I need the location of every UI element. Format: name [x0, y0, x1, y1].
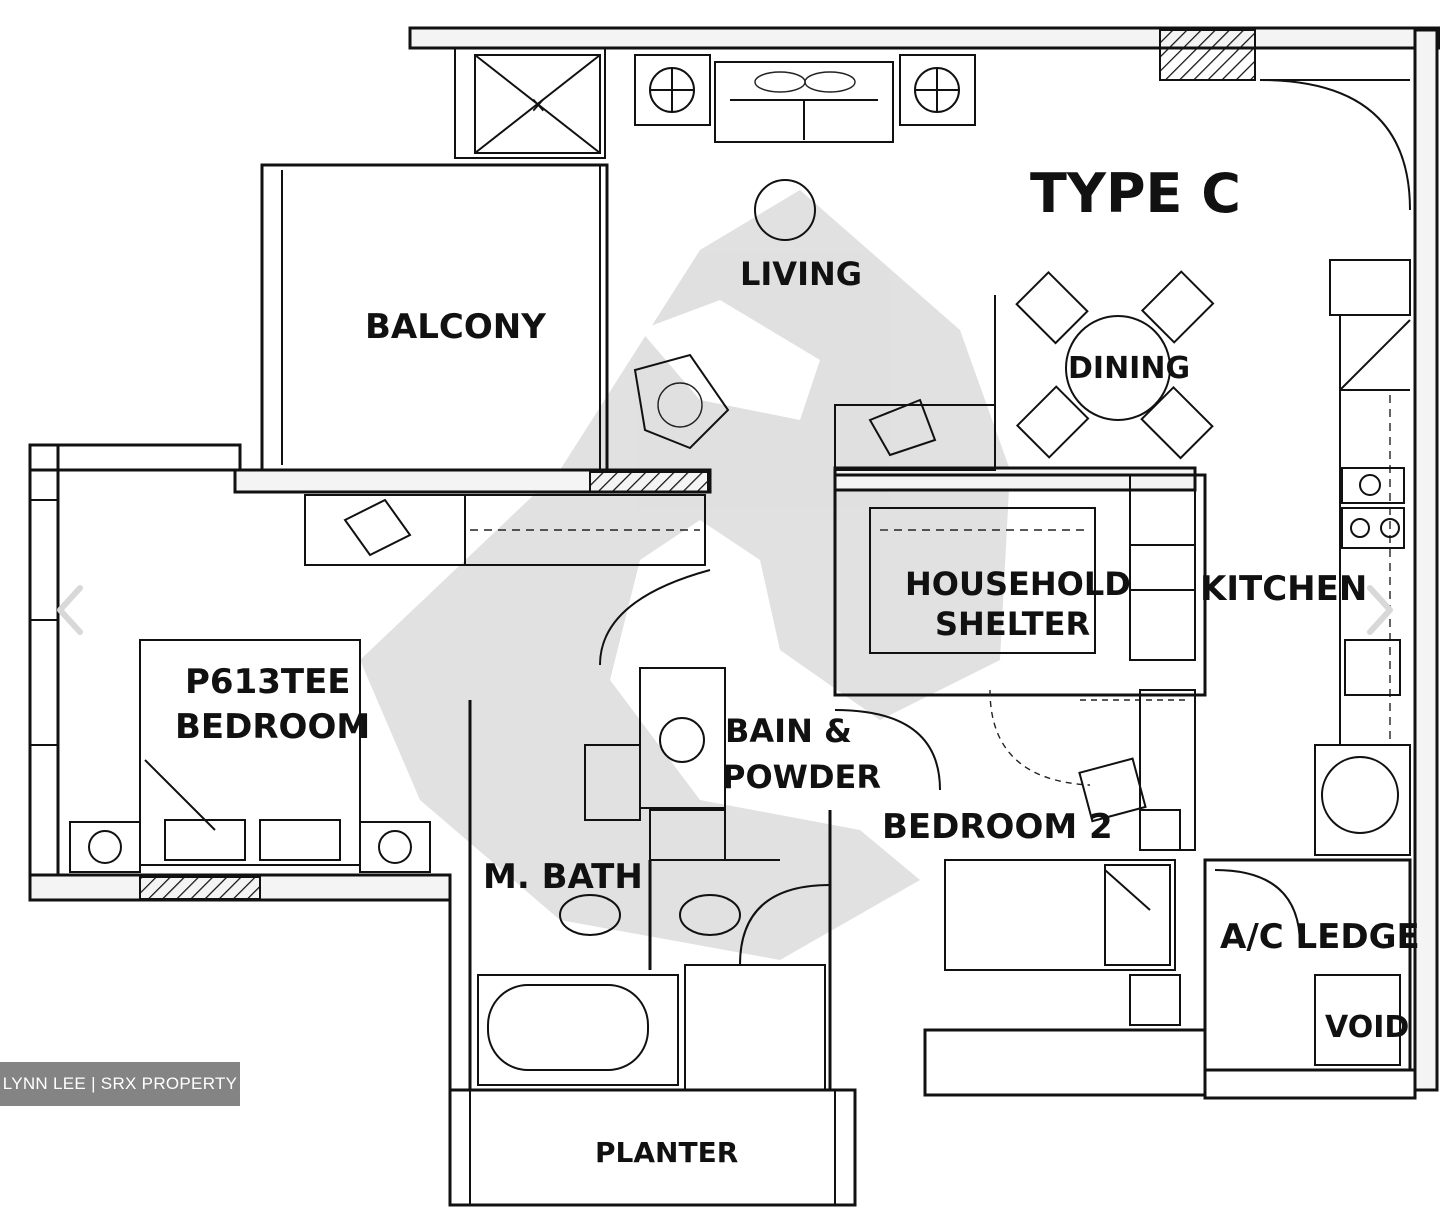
- armchair-living: [633, 353, 730, 450]
- ac-ledge-area: [1203, 858, 1417, 1100]
- label-master-bedroom-line1: P613TEE: [185, 662, 351, 702]
- label-master-bedroom-line2: BEDROOM: [175, 707, 370, 747]
- photo-credit-badge: LYNN LEE | SRX PROPERTY: [0, 1062, 240, 1106]
- top-wall: [408, 26, 1440, 50]
- ac-unit-top-left: [634, 54, 711, 126]
- living-lamp: [754, 179, 816, 241]
- household-shelter-area: [833, 473, 1207, 697]
- bathroom-area: [448, 569, 941, 1205]
- label-living: LIVING: [740, 255, 862, 293]
- label-dining: DINING: [1068, 351, 1190, 386]
- right-wall: [1413, 28, 1439, 1092]
- label-void: VOID: [1325, 1010, 1409, 1045]
- prev-image-button[interactable]: [40, 575, 100, 645]
- kitchen-area: [1314, 259, 1411, 856]
- ac-unit-top-right: [899, 54, 976, 126]
- study-chair: [868, 398, 937, 457]
- chevron-right-icon: [1367, 585, 1393, 635]
- type-title: TYPE C: [1030, 162, 1241, 225]
- label-shelter: SHELTER: [935, 605, 1090, 643]
- master-bedroom-area: [28, 443, 706, 902]
- label-household: HOUSEHOLD: [905, 565, 1131, 603]
- label-master-bath: M. BATH: [483, 857, 643, 897]
- label-bath-powder-line1: BAIN &: [725, 712, 852, 750]
- planter-area: [448, 1088, 857, 1207]
- label-bedroom-2: BEDROOM 2: [882, 807, 1113, 847]
- chevron-left-icon: [57, 585, 83, 635]
- mid-wall-right: [833, 466, 1197, 492]
- label-balcony: BALCONY: [365, 307, 546, 347]
- next-image-button[interactable]: [1350, 575, 1410, 645]
- label-bath-powder-line2: POWDER: [722, 758, 881, 796]
- service-shaft: ×: [454, 47, 606, 159]
- label-ac-ledge: A/C LEDGE: [1220, 917, 1420, 957]
- label-kitchen: KITCHEN: [1200, 569, 1367, 609]
- entrance-door: [1259, 79, 1411, 211]
- mid-wall-hatch: [589, 471, 709, 493]
- top-hatch-block: [1159, 29, 1256, 81]
- label-planter: PLANTER: [595, 1136, 738, 1169]
- svg-text:×: ×: [530, 93, 547, 118]
- bedroom-2-area: [923, 689, 1207, 1097]
- sofa: [714, 61, 894, 143]
- dining-set: [1015, 270, 1215, 460]
- srx-watermark-logo: [360, 190, 1010, 960]
